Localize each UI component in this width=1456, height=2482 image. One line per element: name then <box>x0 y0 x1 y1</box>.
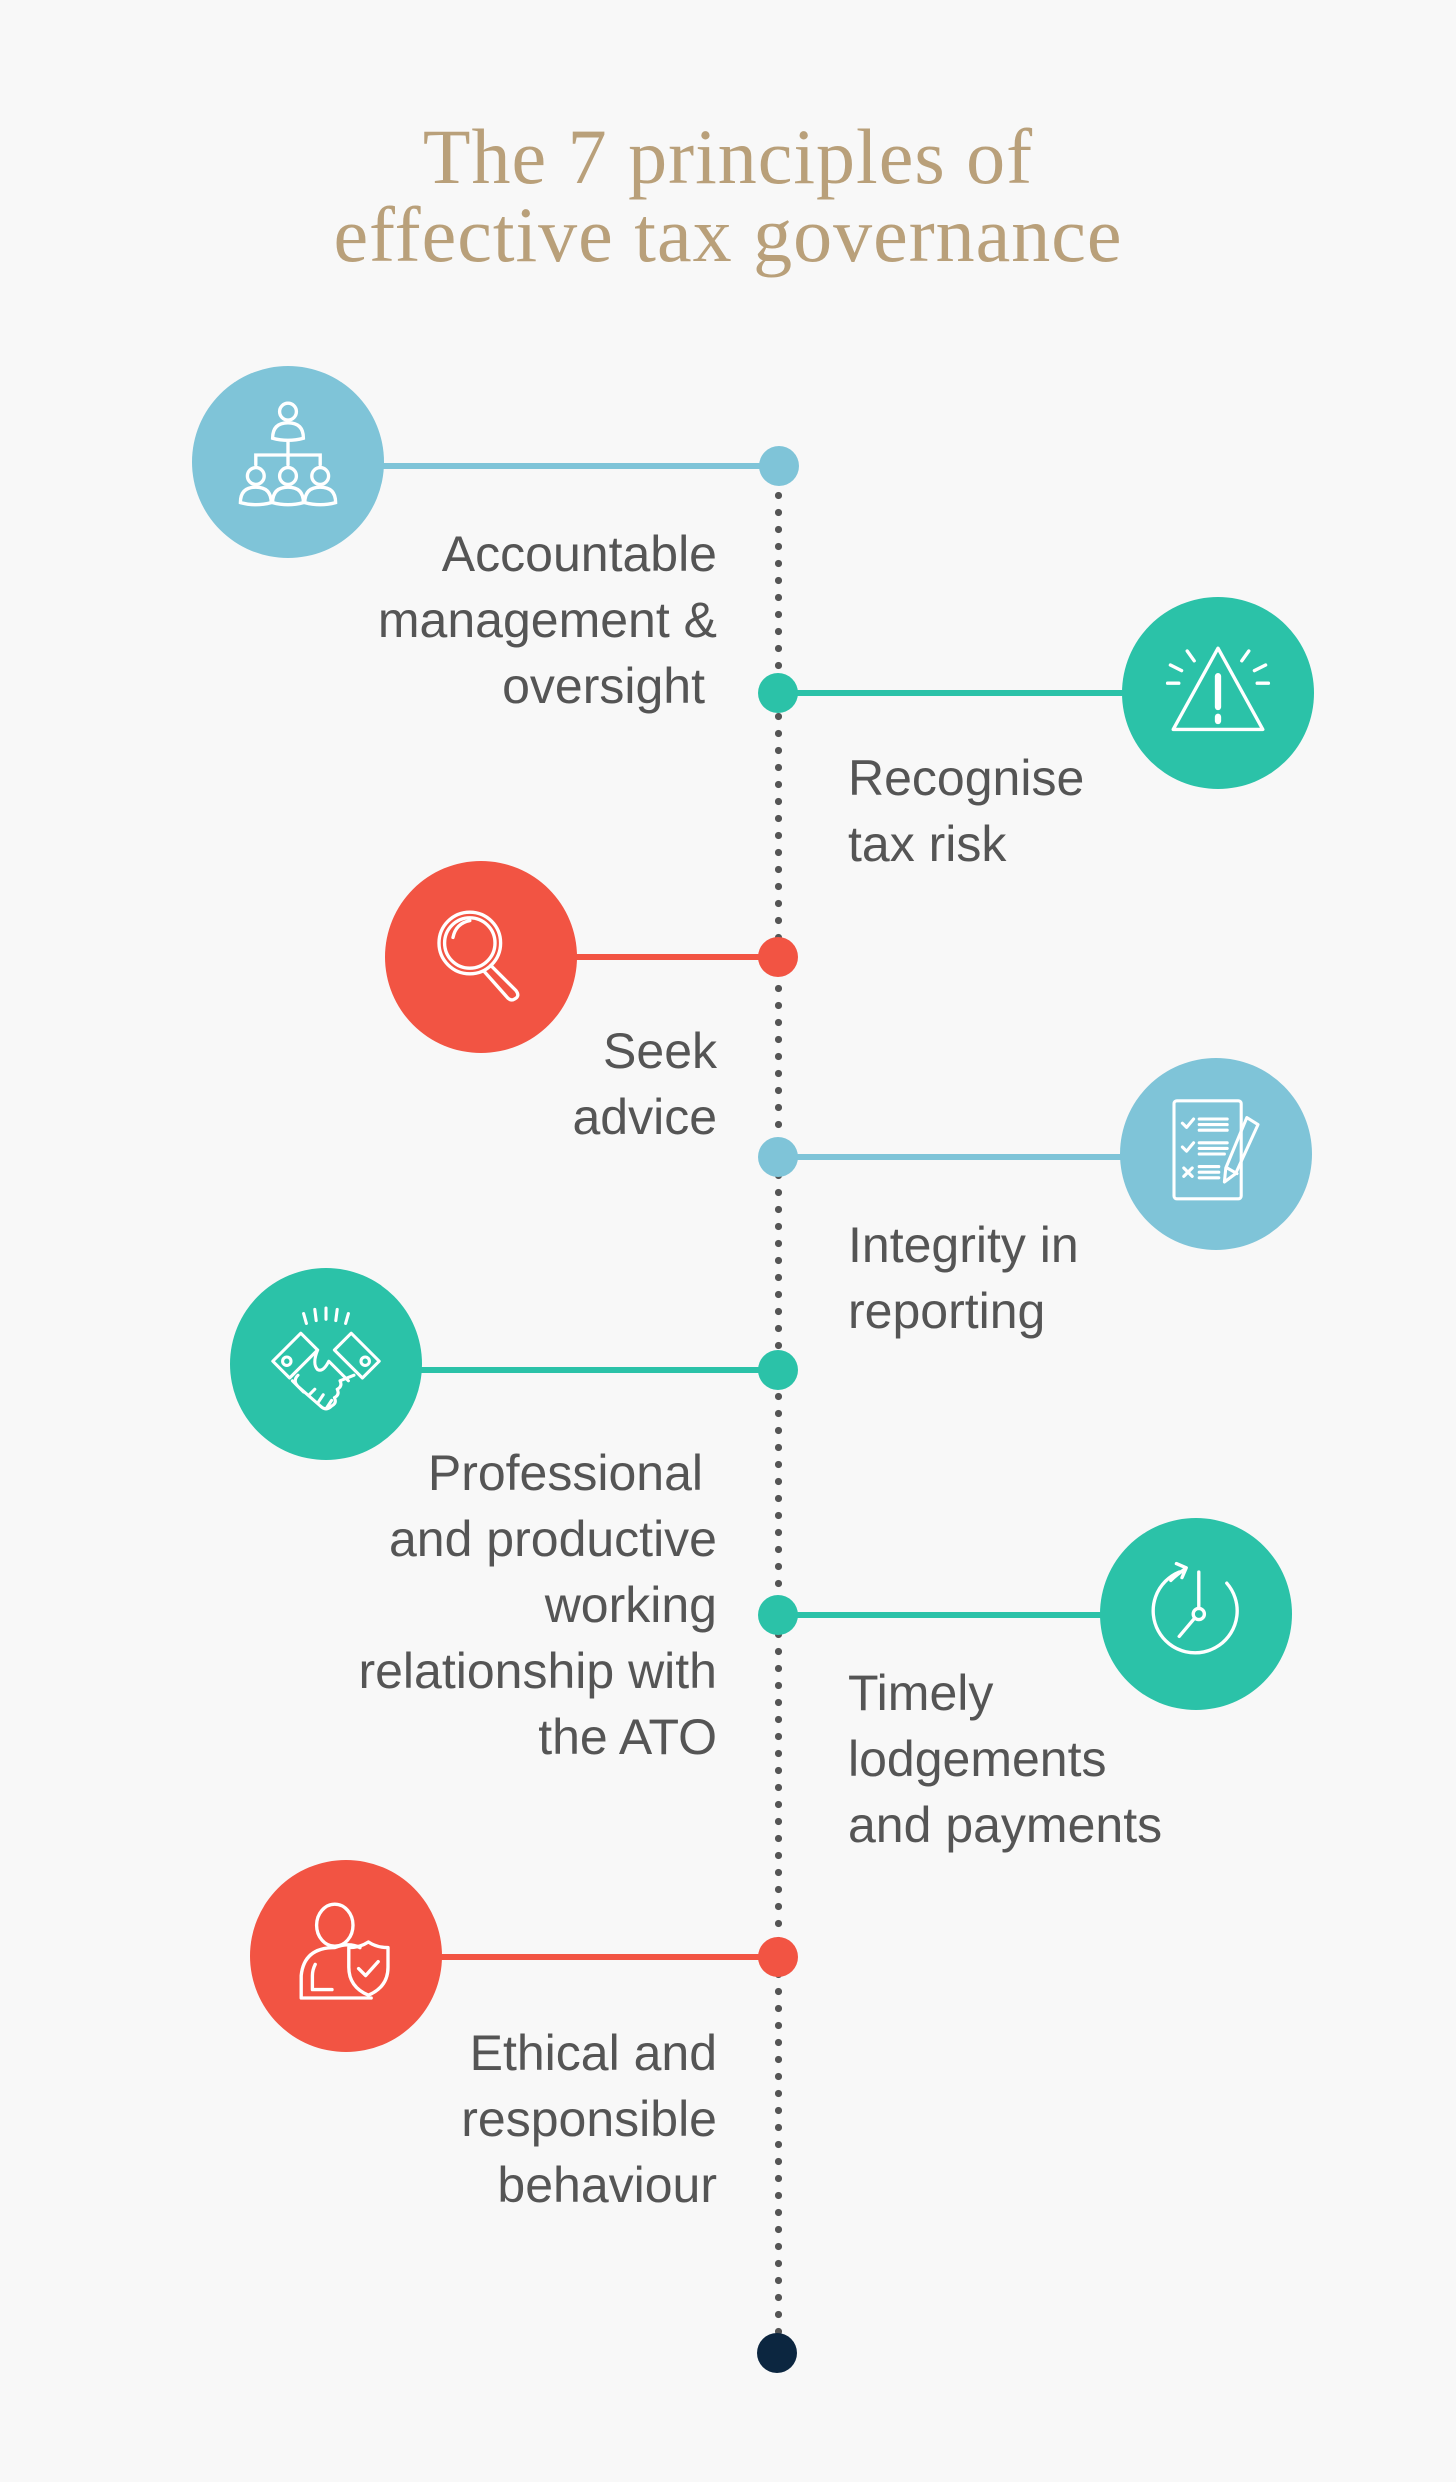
connector-line <box>778 1154 1128 1160</box>
timeline-spine <box>775 470 782 2350</box>
label-line: the ATO <box>538 1709 717 1765</box>
clock-icon <box>1100 1518 1292 1710</box>
label-line: reporting <box>848 1283 1046 1339</box>
label-line: and productive <box>388 1511 717 1567</box>
timeline-node <box>758 937 798 977</box>
label-line: Professional <box>427 1445 703 1501</box>
connector-line <box>778 1612 1108 1618</box>
connector-line <box>440 1954 780 1960</box>
connector-line <box>380 463 780 469</box>
label-line: tax risk <box>848 816 1007 872</box>
label-line: relationship with <box>358 1643 717 1699</box>
principle-label: Accountable management & oversight <box>378 521 717 719</box>
handshake-icon <box>230 1268 422 1460</box>
principle-label: Timely lodgements and payments <box>848 1660 1162 1858</box>
label-line: Integrity in <box>848 1217 1079 1273</box>
label-line: working <box>544 1577 717 1633</box>
magnifier-icon <box>385 861 577 1053</box>
timeline-node <box>758 673 798 713</box>
label-line: responsible <box>461 2091 717 2147</box>
label-line: oversight <box>502 658 705 714</box>
label-line: Recognise <box>848 750 1085 806</box>
timeline-node <box>758 1350 798 1390</box>
timeline-node <box>758 1137 798 1177</box>
timeline-end-node <box>757 2333 797 2373</box>
label-line: Seek <box>603 1023 717 1079</box>
org-chart-icon <box>192 366 384 558</box>
timeline-node <box>759 446 799 486</box>
person-shield-icon <box>250 1860 442 2052</box>
principle-label: Ethical and responsible behaviour <box>461 2020 717 2218</box>
label-line: Ethical and <box>469 2025 717 2081</box>
principle-label: Integrity in reporting <box>848 1212 1079 1344</box>
label-line: advice <box>572 1089 717 1145</box>
warning-icon <box>1122 597 1314 789</box>
principle-label: Seek advice <box>572 1018 717 1150</box>
label-line: lodgements <box>848 1731 1107 1787</box>
connector-line <box>420 1367 780 1373</box>
principle-label: Recognise tax risk <box>848 745 1084 877</box>
label-line: Timely <box>848 1665 994 1721</box>
timeline-node <box>758 1595 798 1635</box>
label-line: and payments <box>848 1797 1163 1853</box>
page-title: The 7 principles of effective tax govern… <box>0 118 1456 274</box>
checklist-icon <box>1120 1058 1312 1250</box>
label-line: Accountable <box>441 526 717 582</box>
connector-line <box>575 954 780 960</box>
title-line-1: The 7 principles of <box>422 113 1034 200</box>
connector-line <box>778 690 1128 696</box>
timeline-node <box>758 1937 798 1977</box>
title-line-2: effective tax governance <box>333 191 1123 278</box>
principle-label: Professional and productive working rela… <box>358 1440 717 1770</box>
label-line: behaviour <box>497 2157 717 2213</box>
label-line: management & <box>377 592 717 648</box>
